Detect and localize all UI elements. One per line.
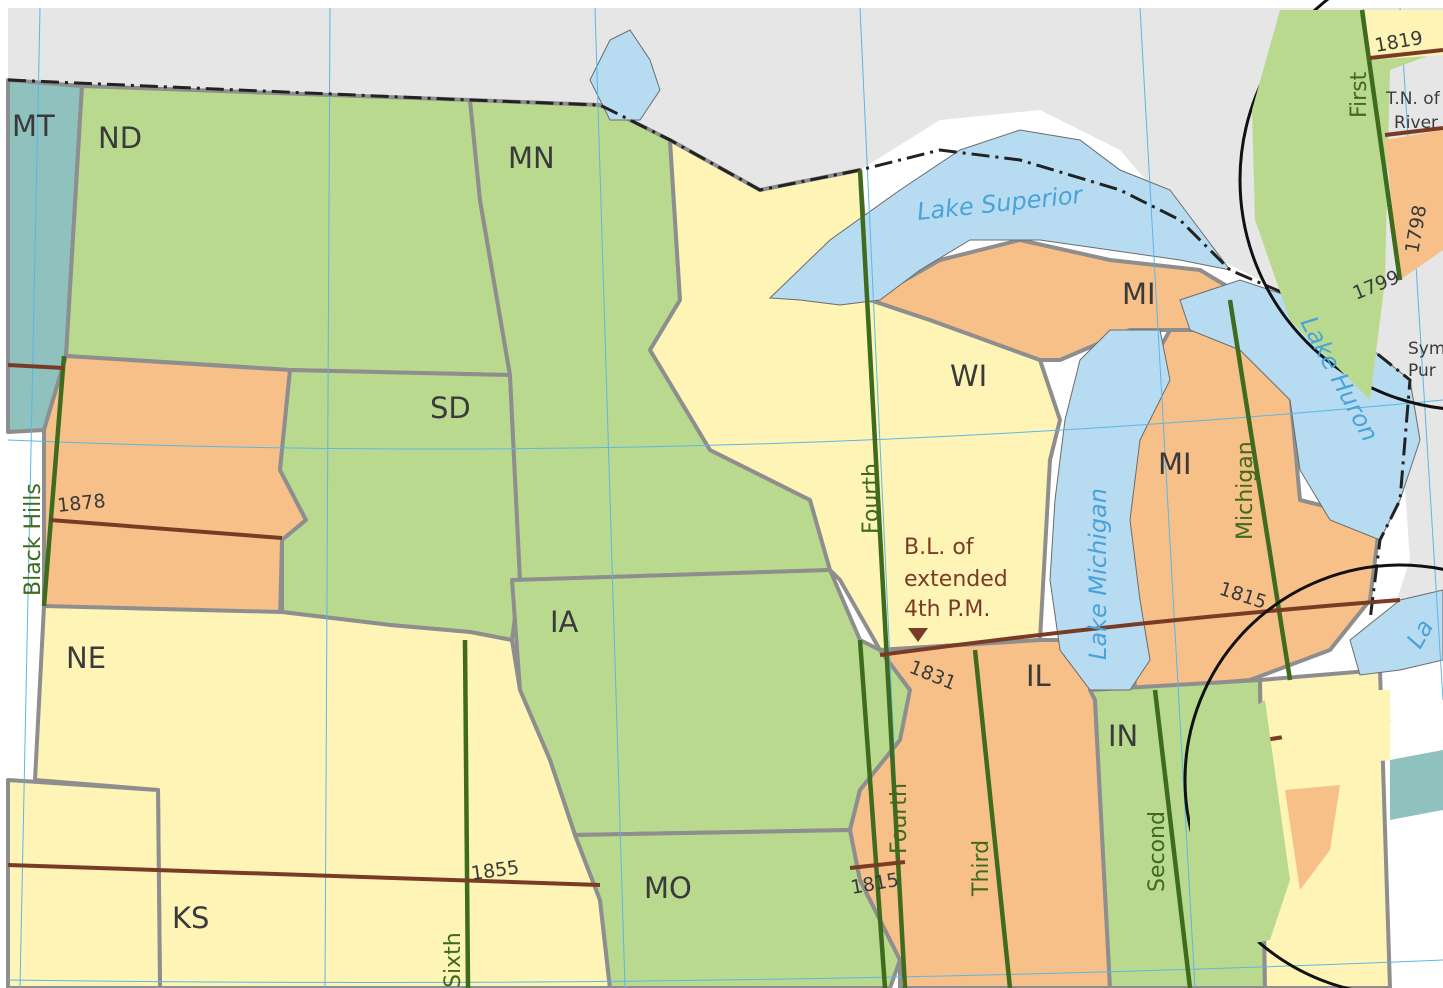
inset-tn-line-1: T.N. of (1385, 89, 1441, 109)
annotation-line-3: 4th P.M. (904, 597, 990, 622)
label-year-1878: 1878 (56, 490, 106, 517)
label-in: IN (1108, 719, 1138, 753)
label-second: Second (1145, 811, 1170, 892)
annotation-line-1: B.L. of (904, 535, 975, 560)
lake-superior (768, 129, 1232, 306)
label-third: Third (969, 840, 994, 897)
label-ne: NE (66, 641, 106, 675)
meridian-fourth-north (857, 169, 908, 988)
label-il: IL (1026, 659, 1051, 693)
inset-sym-line-2: Pur (1408, 361, 1436, 381)
label-mt: MT (12, 109, 55, 143)
lake-michigan (1049, 329, 1171, 691)
label-mn: MN (508, 141, 555, 175)
inset-tn-line-2: River (1394, 113, 1438, 133)
label-first: First (1347, 71, 1372, 118)
inset-north-green (1252, 10, 1443, 400)
meridian-third (972, 649, 1013, 988)
label-michigan: Michigan (1233, 441, 1258, 540)
graticule (7, 7, 1443, 988)
inset-sym-line-1: Sym (1408, 339, 1443, 359)
meridian-second (1152, 689, 1193, 988)
meridian-black-hills (41, 355, 67, 607)
inset-north-meridian (1359, 9, 1403, 281)
label-mo: MO (644, 871, 692, 905)
baseline-mt (7, 363, 65, 370)
inset-south-orange (1285, 785, 1340, 890)
label-black-hills: Black Hills (21, 483, 46, 596)
lake-of-the-woods (589, 29, 661, 121)
inset-north-orange (1385, 130, 1443, 280)
state-mo (573, 828, 902, 988)
inset-south-green (1190, 700, 1290, 950)
inset-north-baseline-2 (1384, 126, 1443, 137)
inset-south-teal (1390, 750, 1443, 820)
state-ks (6, 778, 162, 988)
annotation-marker-icon (908, 628, 928, 642)
label-mi-lower: MI (1158, 447, 1192, 481)
inset-north-baseline (1369, 48, 1443, 60)
state-sd (42, 354, 308, 622)
baseline-1815 (849, 860, 906, 870)
label-sixth: Sixth (441, 932, 466, 988)
inset-north-yellow (1365, 10, 1443, 60)
label-ks: KS (172, 901, 209, 935)
meridian-fourth-south (857, 639, 888, 988)
inset-circle-south (1183, 563, 1443, 988)
label-nd: ND (98, 121, 142, 155)
inset-circle-north (1238, 0, 1443, 410)
label-lake-michigan: Lake Michigan (1084, 488, 1112, 660)
meridian-michigan (1227, 299, 1293, 681)
label-mi-upper: MI (1122, 277, 1156, 311)
label-ia: IA (550, 605, 579, 639)
international-border (7, 78, 1412, 621)
inset-south-yellow (1270, 690, 1390, 770)
baseline-1831 (879, 598, 1401, 657)
label-sd: SD (430, 391, 471, 425)
label-fourth-north: Fourth (859, 463, 884, 534)
state-sd-east (278, 368, 522, 642)
annotation-line-2: extended (904, 567, 1008, 592)
label-fourth-south: Fourth (887, 783, 912, 854)
label-wi: WI (950, 359, 987, 393)
baseline-1855 (7, 863, 601, 887)
meridian-sixth (462, 639, 471, 988)
baseline-1878 (49, 518, 283, 540)
